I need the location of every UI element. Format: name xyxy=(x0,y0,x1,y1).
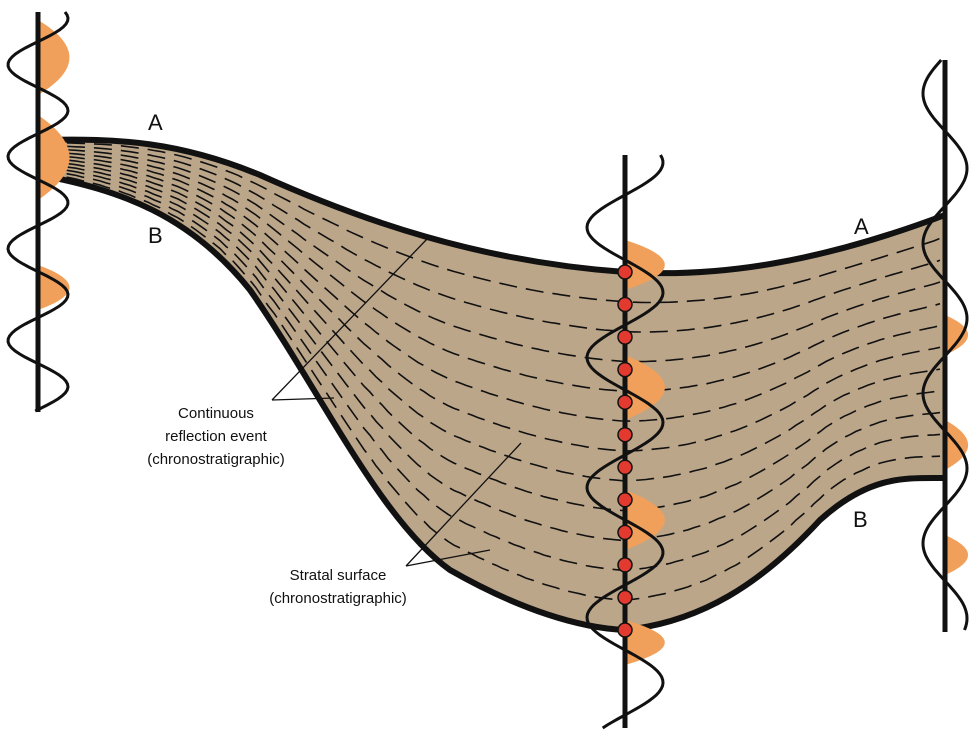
left-well xyxy=(8,12,70,412)
correlation-marker xyxy=(618,395,632,409)
continuous-label-line3: (chronostratigraphic) xyxy=(147,451,285,468)
correlation-marker xyxy=(618,558,632,572)
correlation-marker xyxy=(618,493,632,507)
correlation-marker xyxy=(618,298,632,312)
correlation-marker xyxy=(618,428,632,442)
continuous-label-line1: Continuous xyxy=(178,405,254,422)
label-b-left: B xyxy=(148,223,163,248)
correlation-marker xyxy=(618,623,632,637)
correlation-marker xyxy=(618,330,632,344)
correlation-marker xyxy=(618,265,632,279)
label-a-right: A xyxy=(854,214,869,239)
wavelet-peak xyxy=(945,535,968,575)
label-b-right: B xyxy=(853,507,868,532)
correlation-marker xyxy=(618,363,632,377)
correlation-marker xyxy=(618,525,632,539)
correlation-marker xyxy=(618,460,632,474)
label-a-left: A xyxy=(148,110,163,135)
stratal-label-line2: (chronostratigraphic) xyxy=(269,590,407,607)
stratal-label-line1: Stratal surface xyxy=(290,567,387,584)
wavelet-peak xyxy=(38,20,69,95)
correlation-marker xyxy=(618,591,632,605)
stratal-unit-fill xyxy=(40,140,945,630)
continuous-label-line2: reflection event xyxy=(165,428,268,445)
wavelet-peak xyxy=(945,315,968,355)
